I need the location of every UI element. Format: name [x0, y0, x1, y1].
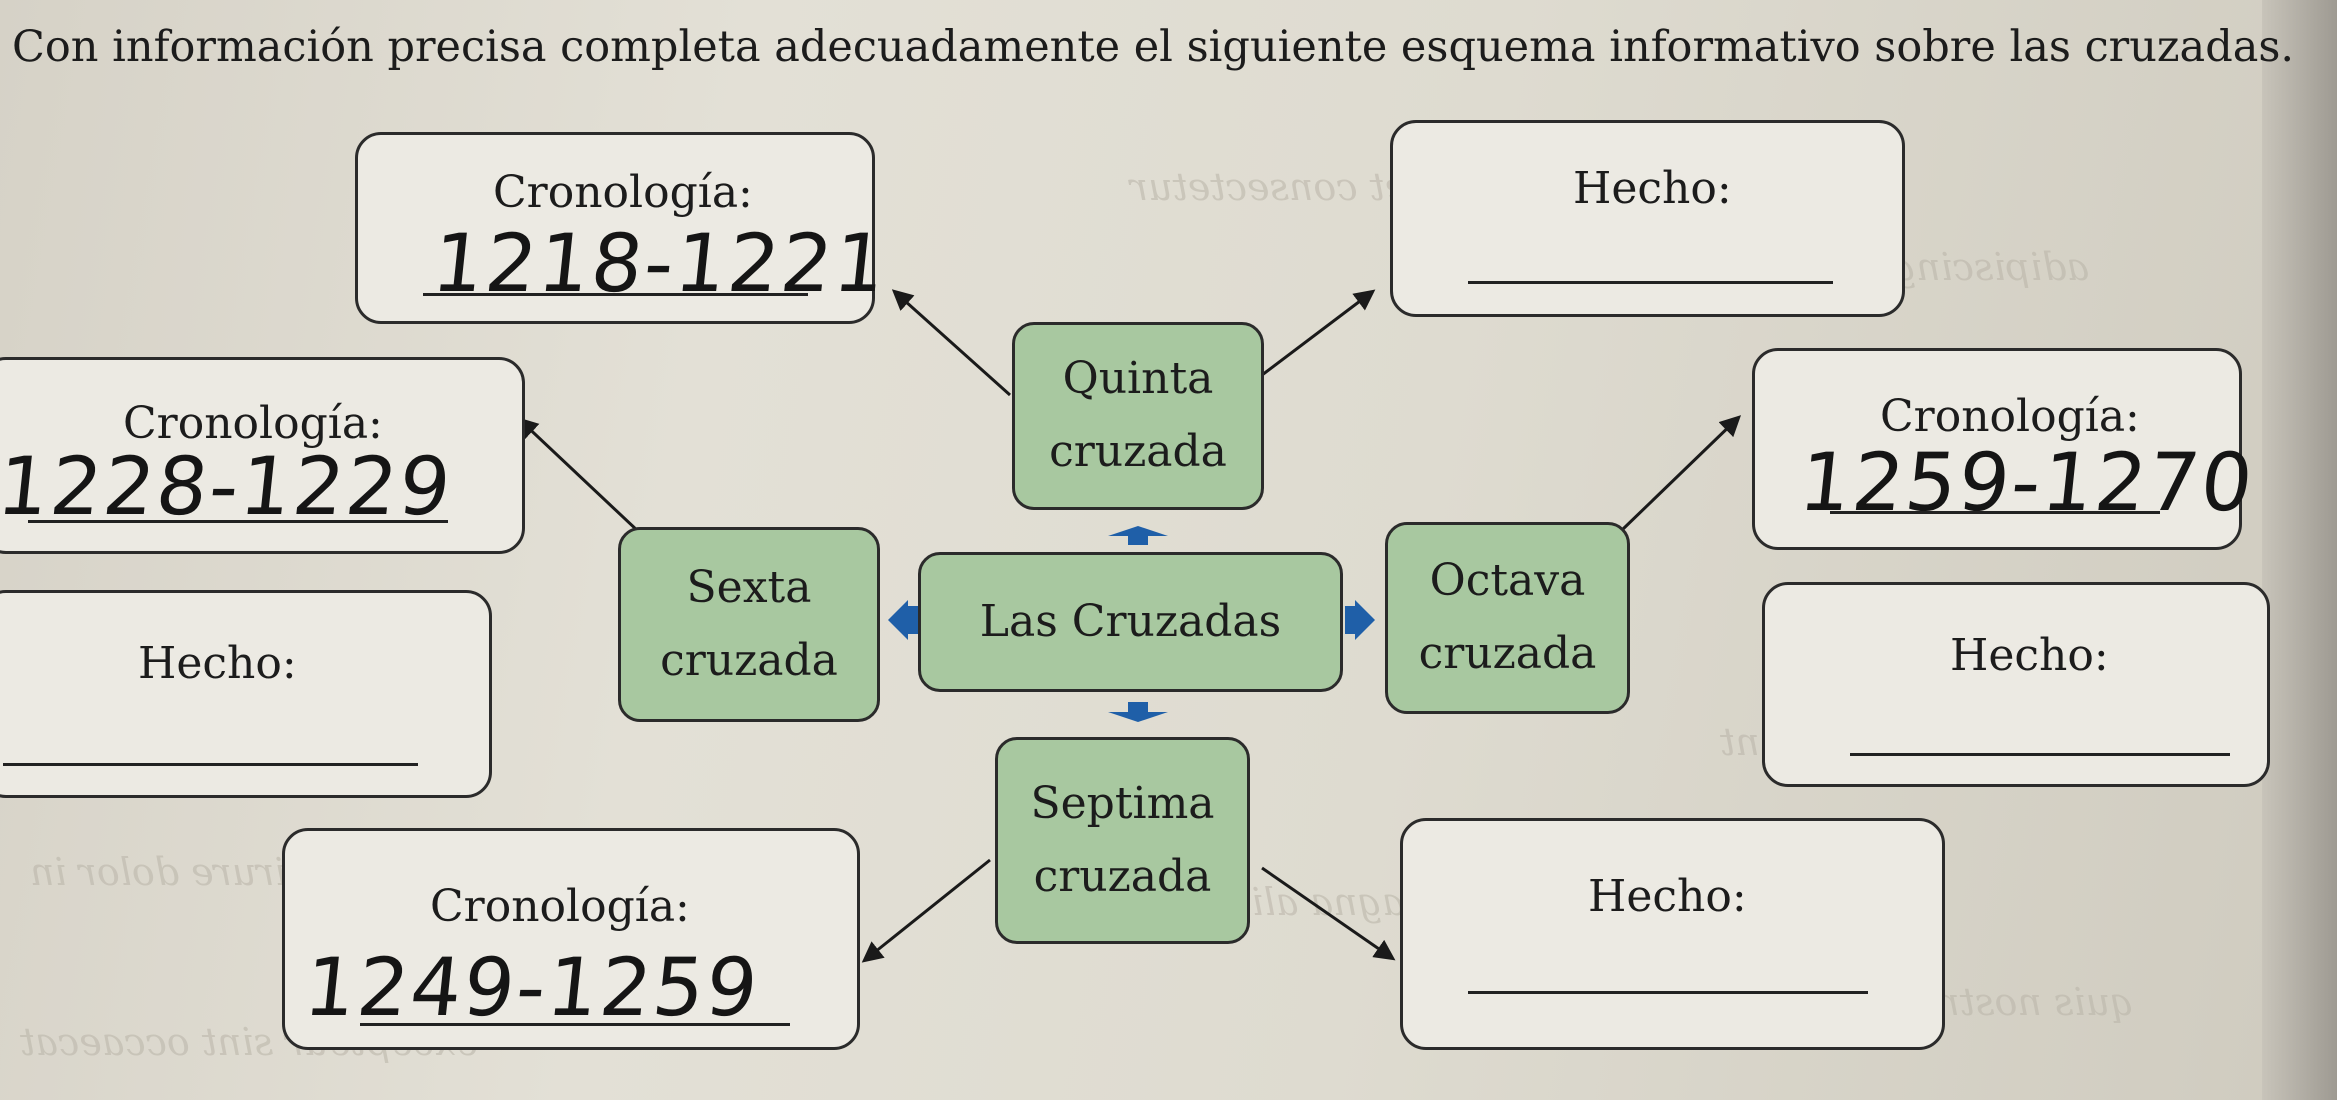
sexta-hecho-box: Hecho:	[0, 590, 492, 798]
quinta-node-line2: cruzada	[1049, 426, 1227, 477]
quinta-cronologia-label: Cronología:	[493, 167, 753, 218]
septima-node-line1: Septima	[1030, 777, 1215, 829]
septima-cronologia-label: Cronología:	[430, 881, 690, 932]
answer-line	[423, 293, 808, 296]
quinta-node-line1: Quinta	[1062, 353, 1214, 405]
arrow-septima-cronologia	[861, 858, 991, 963]
octava-node-line2: cruzada	[1418, 628, 1597, 679]
page-title: Con información precisa completa adecuad…	[12, 22, 2295, 72]
las-cruzadas-center-node: Las Cruzadas	[918, 552, 1343, 692]
octava-cronologia-box: Cronología: 1259-1270	[1752, 348, 2259, 550]
quinta-hecho-box: Hecho:	[1390, 120, 1905, 317]
octava-node-line1: Octava	[1429, 555, 1586, 607]
quinta-cruzada-node: Quinta cruzada	[1012, 322, 1264, 510]
septima-cronologia-value[interactable]: 1249-1259	[300, 941, 764, 1034]
answer-line	[28, 520, 448, 523]
octava-hecho-label: Hecho:	[1950, 630, 2109, 681]
page-edge-shadow	[2262, 0, 2337, 1100]
septima-hecho-box: Hecho:	[1400, 818, 1945, 1050]
blue-connector-down	[1108, 712, 1168, 722]
sexta-node-line2: cruzada	[660, 634, 838, 686]
sexta-node-line1: Sexta	[686, 561, 812, 613]
answer-line	[360, 1023, 790, 1026]
quinta-hecho-label: Hecho:	[1573, 163, 1732, 214]
blue-connector-right	[1355, 600, 1375, 640]
arrow-quinta-cronologia	[891, 289, 1012, 397]
answer-line	[1830, 511, 2160, 514]
center-label: Las Cruzadas	[979, 595, 1282, 647]
blue-connector-up	[1108, 526, 1168, 536]
arrow-quinta-hecho	[1261, 289, 1376, 377]
septima-cruzada-node: Septima cruzada	[995, 737, 1250, 944]
arrow-septima-hecho	[1261, 866, 1396, 961]
answer-line	[1850, 753, 2230, 756]
answer-line	[1468, 281, 1833, 284]
octava-cronologia-value[interactable]: 1259-1270	[1795, 436, 2259, 529]
sexta-hecho-label: Hecho:	[138, 638, 297, 689]
answer-line	[1468, 991, 1868, 994]
sexta-cronologia-box: Cronología: 1228-1229	[0, 357, 525, 554]
answer-line	[3, 763, 418, 766]
sexta-cronologia-label: Cronología:	[123, 398, 383, 449]
septima-node-line2: cruzada	[1033, 850, 1212, 902]
blue-connector-left	[888, 600, 908, 640]
quinta-cronologia-box: Cronología: 1218-1221	[355, 132, 892, 324]
arrow-sexta-cronologia	[516, 417, 642, 535]
septima-hecho-label: Hecho:	[1588, 871, 1747, 922]
octava-cruzada-node: Octava cruzada	[1385, 522, 1630, 714]
arrow-octava-cronologia	[1620, 415, 1742, 532]
septima-cronologia-box: Cronología: 1249-1259	[282, 828, 860, 1050]
quinta-cronologia-value[interactable]: 1218-1221	[428, 217, 892, 310]
octava-cronologia-label: Cronología:	[1880, 391, 2140, 442]
sexta-cruzada-node: Sexta cruzada	[618, 527, 880, 722]
octava-hecho-box: Hecho:	[1762, 582, 2270, 787]
